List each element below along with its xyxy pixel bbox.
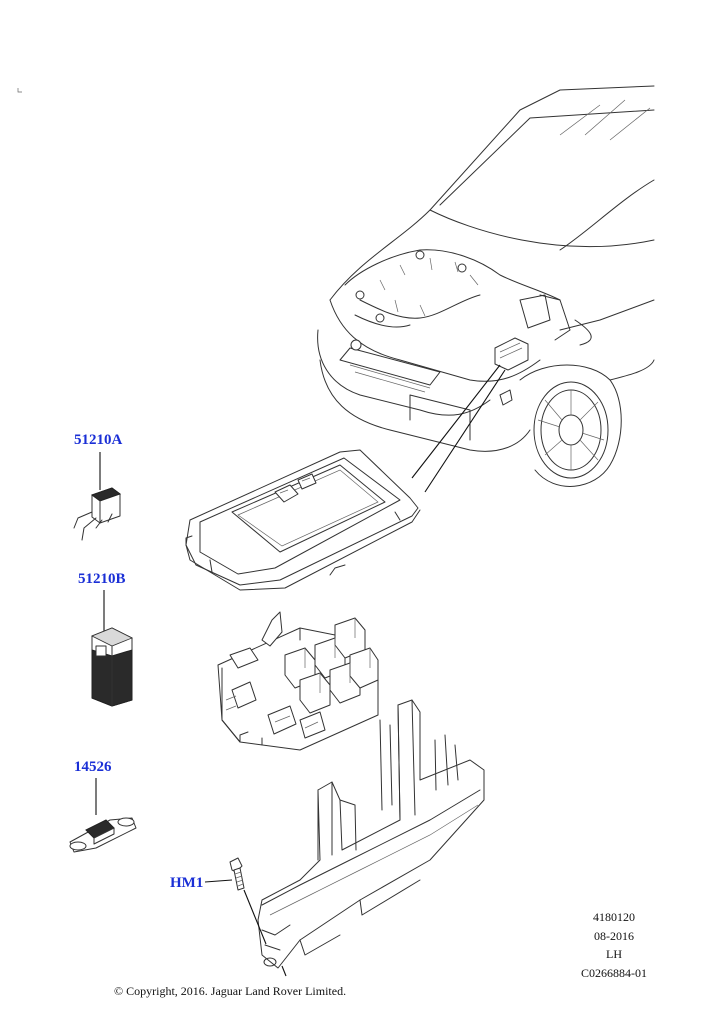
drawing-code: C0266884-01 — [581, 965, 647, 980]
callout-hm1[interactable]: HM1 — [170, 875, 204, 891]
fuse-51210a-illustration — [73, 452, 122, 541]
callout-51210a[interactable]: 51210A — [74, 432, 123, 448]
location-leader-line-2 — [424, 369, 506, 493]
location-leader-line-1 — [411, 364, 501, 479]
drawing-reference-block: 4180120 08-2016 LH C0266884-01 — [574, 908, 654, 982]
callout-51210b[interactable]: 51210B — [78, 571, 126, 587]
drive-side: LH — [606, 947, 622, 961]
fuse-box-cover — [185, 449, 421, 591]
vehicle-front-illustration — [317, 85, 655, 487]
illustration-date: 08-2016 — [594, 928, 634, 943]
fuse-14526-illustration — [69, 778, 137, 853]
fuse-51210b-illustration — [91, 590, 133, 707]
copyright-notice: © Copyright, 2016. Jaguar Land Rover Lim… — [114, 984, 347, 998]
tray-leader-tick — [281, 965, 287, 977]
bolt-hm1-illustration — [204, 857, 267, 945]
fuse-relay-block — [217, 611, 379, 751]
fuse-box-tray — [257, 699, 485, 969]
corner-mark — [17, 88, 22, 93]
callout-14526[interactable]: 14526 — [74, 759, 112, 775]
illustration-number: 4180120 — [593, 910, 635, 924]
